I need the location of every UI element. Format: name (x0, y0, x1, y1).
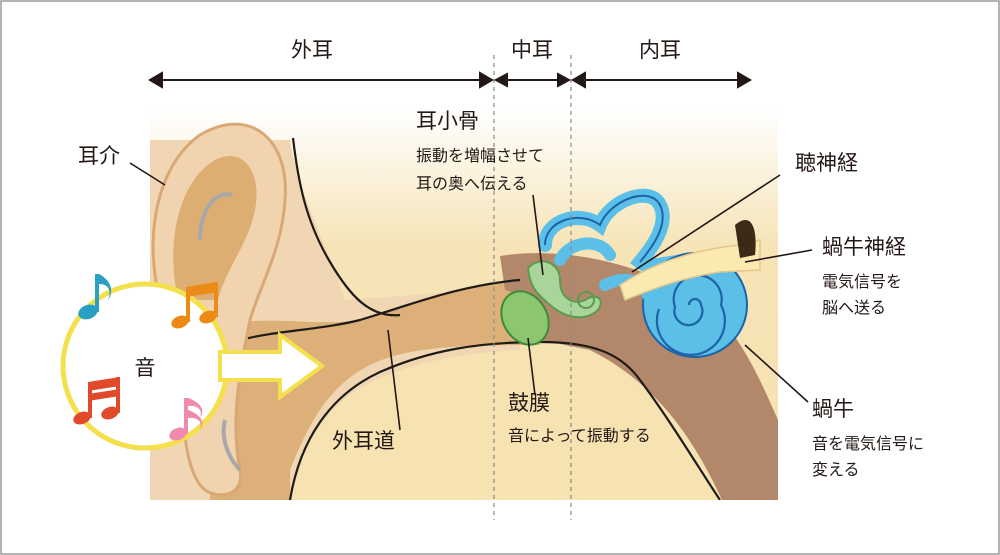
leader-lines (129, 162, 813, 431)
sound-label: 音 (135, 356, 156, 380)
lower-tissue (290, 350, 720, 500)
sound-bubble (60, 274, 326, 451)
eardrum-shape (500, 290, 550, 346)
cochlea-desc-1: 音を電気信号に (812, 434, 924, 453)
auricle-fold (198, 192, 233, 241)
leader-auricle (129, 162, 166, 186)
leader-cochlear-nerve (744, 249, 813, 263)
earlobe-fold (221, 419, 242, 472)
music-note-teal-icon (78, 274, 112, 320)
ear-canal-label: 外耳道 (332, 429, 395, 453)
nerve-cut-end (735, 219, 756, 258)
ossicles-desc-2: 耳の奥へ伝える (416, 174, 528, 193)
head-section (150, 110, 778, 500)
inner-arrow-head-left (571, 71, 586, 89)
auricle-inner (173, 156, 257, 300)
music-note-pink-icon (169, 398, 203, 441)
inner-arrow-head-right (737, 71, 752, 89)
music-note-red-icon (73, 377, 120, 425)
outer-ear-label: 外耳 (291, 38, 333, 62)
leader-cochlea (744, 344, 809, 403)
middle-arrow-head-left (493, 72, 508, 88)
auditory-nerve-label: 聴神経 (795, 151, 858, 175)
cochlear-nerve-desc-1: 電気信号を (822, 272, 902, 291)
cochlea-desc-2: 変える (812, 460, 860, 479)
span-arrows (148, 71, 752, 89)
ossicles-label: 耳小骨 (416, 109, 479, 133)
leader-auditory-nerve (631, 174, 781, 273)
sound-arrow (218, 331, 326, 401)
cochlear-nerve-label: 蝸牛神経 (822, 235, 906, 259)
auditory-nerve-shape (619, 239, 761, 301)
leader-eardrum (527, 337, 536, 396)
eardrum-desc: 音によって振動する (508, 426, 651, 445)
eardrum-label: 鼓膜 (508, 391, 550, 415)
cochlear-nerve-desc-2: 脳へ送る (822, 298, 886, 317)
middle-ear-label: 中耳 (511, 38, 553, 62)
leader-ear-canal (387, 329, 401, 431)
cochlea-label: 蝸牛 (812, 397, 854, 421)
music-note-orange-icon (171, 282, 218, 329)
head-contour (291, 137, 401, 317)
middle-arrow-head-right (557, 72, 572, 88)
auricle-label: 耳介 (78, 144, 120, 168)
ear-canal (210, 282, 540, 500)
inner-ear-label: 内耳 (639, 38, 681, 62)
outer-arrow-head-right (479, 71, 494, 89)
ossicles-desc-1: 振動を増幅させて (416, 146, 544, 165)
outer-arrow-head-left (148, 71, 163, 89)
ossicles-shape (526, 260, 602, 319)
inner-ear-shape (538, 188, 748, 358)
leader-ossicles (532, 194, 544, 276)
